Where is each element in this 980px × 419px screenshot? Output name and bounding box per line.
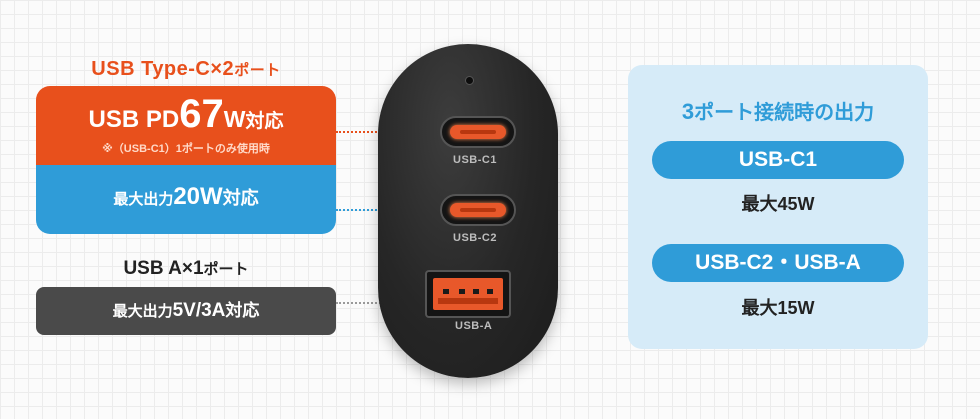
usb-c2-port [440,194,516,226]
multi-port-title-text: ポート接続時の出力 [694,102,875,124]
multi-port-count: 3 [681,99,695,124]
usb-a-heading-suffix: ポート [203,261,249,278]
usb-a-port [425,270,511,318]
usb-type-c-heading-suffix: ポート [234,62,281,79]
multi-port-output-title: 3ポート接続時の出力 [628,96,928,125]
usb-a-pin [443,289,449,294]
usb-pd-headline: USB PD67W対応 [36,92,336,137]
usb-a-heading-main: USB A×1 [123,258,204,279]
usb-a-heading: USB A×1ポート [36,258,336,280]
usb-a-port-glow [433,278,503,310]
usb-a-pin [473,289,479,294]
usb-c1-output-pill: USB-C1 [652,141,904,179]
usb-a-pin [487,289,493,294]
usb-pd-prefix: USB PD [88,106,180,133]
usb-c1-port-glow [450,125,506,139]
usb-c2-output-panel: 最大出力20W対応 [36,165,336,234]
multi-port-output-panel [628,65,928,349]
usb-c2-port-glow [450,203,506,217]
usb-a-spec-card: 最大出力5V/3A対応 [36,287,336,335]
usb-pd-panel: USB PD67W対応 ※（USB-C1）1ポートのみ使用時 [36,86,336,165]
usb-pd-suffix: 対応 [245,111,284,132]
usb-c1-port [440,116,516,148]
usb-a-tongue [438,298,498,304]
usb-c1-output-value: 最大45W [741,194,815,214]
usb-pd-unit: W [223,106,246,132]
usb-a-pin [459,289,465,294]
usb-pd-footnote: ※（USB-C1）1ポートのみ使用時 [102,143,270,155]
usb-c1-port-label: USB-C1 [453,154,497,166]
usb-a-output-prefix: 最大出力 [112,303,173,320]
usb-c2-output-prefix: 最大出力 [113,191,174,208]
usb-c2-a-output-pill: USB-C2・USB-A [652,244,904,282]
usb-c2-a-output-value: 最大15W [741,298,815,318]
usb-c2-port-label: USB-C2 [453,232,497,244]
usb-a-port-label: USB-A [455,320,493,332]
usb-pd-wattage: 67 [179,92,224,136]
usb-type-c-heading: USB Type-C×2ポート [36,58,336,81]
usb-type-c-heading-main: USB Type-C×2 [91,58,235,80]
usb-a-output-suffix: 対応 [225,301,260,320]
usb-c2-output-text: 最大出力20W対応 [36,183,336,211]
indicator-led [465,76,474,85]
usb-a-output-value: 5V/3A [172,300,226,321]
usb-c-spec-card: USB PD67W対応 ※（USB-C1）1ポートのみ使用時 最大出力20W対応 [36,86,336,234]
usb-c2-output-value: 20W [173,183,223,210]
usb-c2-output-suffix: 対応 [222,188,259,208]
